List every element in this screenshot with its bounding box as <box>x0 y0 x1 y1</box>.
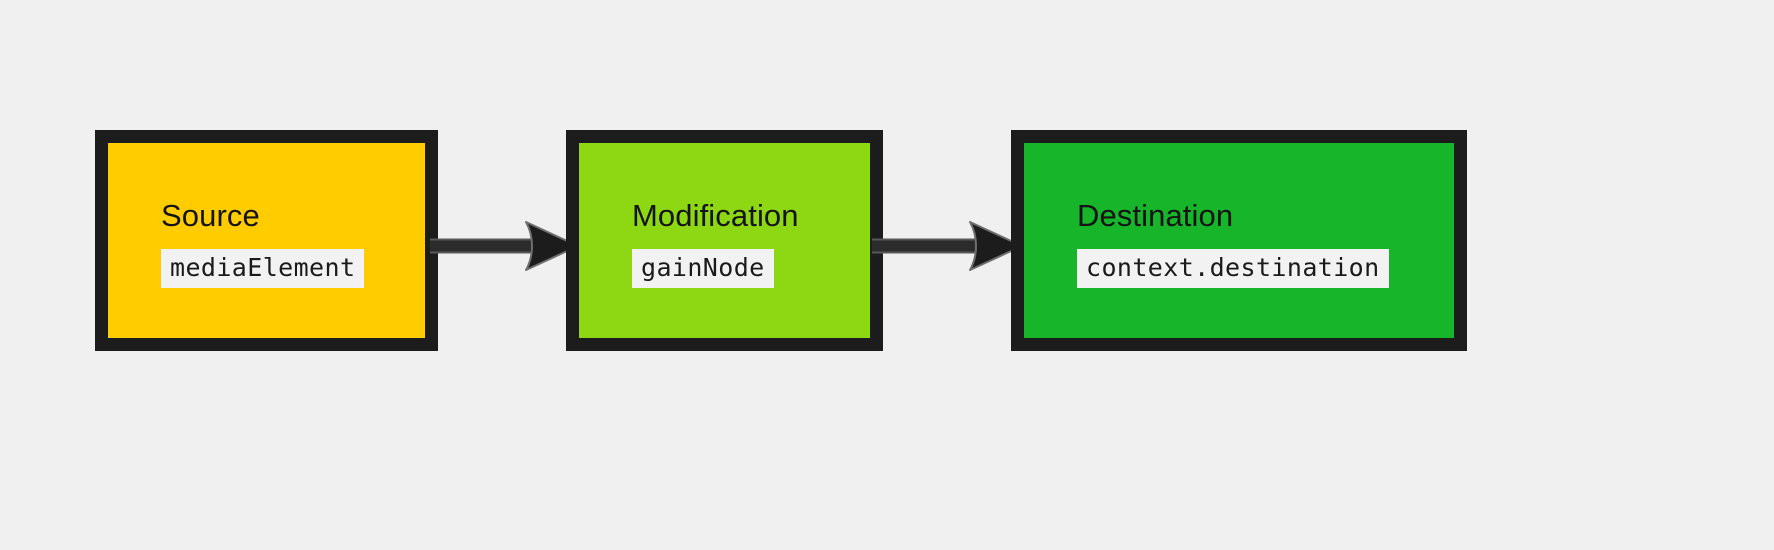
node-source-code-label: mediaElement <box>161 249 365 288</box>
edge-modification-to-destination <box>872 196 1023 296</box>
edge-source-to-modification <box>430 196 579 296</box>
node-destination[interactable]: Destination context.destination <box>1011 130 1467 351</box>
node-destination-content: Destination context.destination <box>1024 143 1454 338</box>
node-modification[interactable]: Modification gainNode <box>566 130 883 351</box>
node-modification-code-label: gainNode <box>632 249 774 288</box>
edge-modification-to-destination-svg <box>872 221 1023 271</box>
node-destination-title: Destination <box>1077 198 1234 233</box>
node-modification-title: Modification <box>632 198 799 233</box>
node-destination-code-label: context.destination <box>1077 249 1389 288</box>
edge-source-to-modification-svg <box>430 221 579 271</box>
node-source-content: Source mediaElement <box>108 143 425 338</box>
node-source-title: Source <box>161 198 260 233</box>
node-modification-content: Modification gainNode <box>579 143 870 338</box>
node-source[interactable]: Source mediaElement <box>95 130 438 351</box>
